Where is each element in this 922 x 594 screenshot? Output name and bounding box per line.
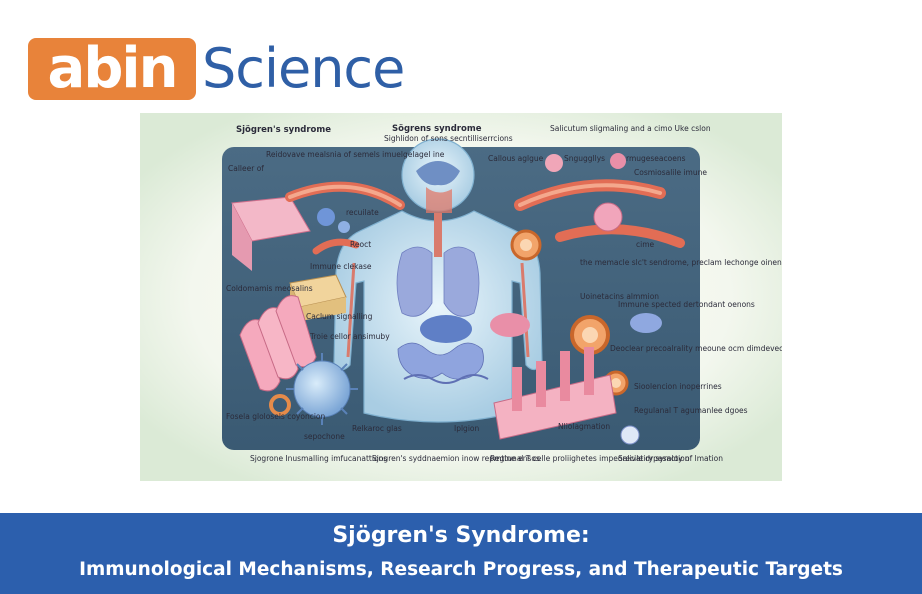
label-callous-aglgue: Callous aglgue — [488, 154, 544, 163]
small-ring-left — [269, 394, 291, 416]
right-immune-cells — [490, 153, 662, 445]
human-body-figure — [333, 138, 543, 423]
right-vessel — [514, 179, 685, 248]
banner-subtitle: Immunological Mechanisms, Research Progr… — [79, 559, 843, 580]
label-regulanal-t: Regulanal T agumanlee dgoes — [634, 406, 748, 415]
label-sioolencion: Sioolencion inoperrines — [634, 382, 722, 391]
label-top-left-note: Reidovave mealsnia of semels imuelgelage… — [266, 150, 445, 159]
logo-brand-text: Science — [202, 37, 405, 100]
label-memacle-note: the memacle slc't sendrome, preclam lech… — [580, 258, 782, 267]
label-title-left: Sjögren's syndrome — [236, 125, 331, 135]
logo-badge: abin — [28, 38, 196, 100]
label-calleer: Calleer of — [228, 164, 264, 173]
label-uoinetacins: Uoinetacins almmion — [580, 292, 659, 301]
label-nliolagmation: Nliolagmation — [558, 422, 610, 431]
left-tissue-vessel — [231, 181, 405, 271]
label-troie-cellor: Troie cellor ansimuby — [309, 332, 390, 341]
label-snguggllys: Snguggllys — [564, 154, 605, 163]
abin-science-logo[interactable]: abin Science — [28, 37, 405, 100]
sjogren-illustration: Sjögren's syndrome Sögrens syndrome Sigh… — [140, 113, 782, 481]
label-bottom-2: Sjogren's syddnaemion inow repmtine enso… — [372, 454, 540, 463]
label-bottom-3: Regtunal T celle proliighetes impeorecil… — [490, 454, 690, 463]
label-coldomamis: Coldomamis meosalins — [226, 284, 313, 293]
label-reoct: Reoct — [350, 240, 371, 249]
label-bottom-4: Salivatiry syrnloy of lmation — [618, 454, 723, 463]
label-recuilate: recuilate — [346, 208, 379, 217]
label-bottom-1: Sjogrone Inusmalling imfucanattions — [250, 454, 387, 463]
label-fosela: Fosela glolosels coyoncion — [226, 412, 326, 421]
virus-cell — [286, 353, 358, 425]
label-title-right: Salicutum sligmaling and a cimo Uke cslo… — [550, 124, 711, 133]
label-immune-clekase: Immune clekase — [310, 262, 372, 271]
label-cosmiosalile: Cosmiosalile imune — [634, 168, 707, 177]
label-title-center: Sögrens syndrome — [392, 124, 482, 134]
label-rmugeseacoens: rmugeseacoens — [626, 154, 686, 163]
label-subtitle-center: Sighlidon of sons secntilliserrcions — [384, 134, 513, 143]
label-relkaroc-glas: Relkaroc glas — [352, 424, 402, 433]
label-caclum-signalling: Caclum signalling — [306, 312, 373, 321]
banner-title: Sjögren's Syndrome: — [332, 523, 590, 548]
label-iplgion: Iplgion — [454, 424, 479, 433]
title-banner: Sjögren's Syndrome: Immunological Mechan… — [0, 513, 922, 594]
label-sepochone: sepochone — [304, 432, 345, 441]
muscle-fibres — [239, 295, 317, 392]
label-deoclear: Deoclear precoalrality meoune ocm dimdev… — [610, 344, 782, 353]
label-immune-spected: Immune spected dertondant oenons — [618, 300, 755, 309]
salivary-gland-tissue — [493, 347, 617, 440]
label-cime: cime — [636, 240, 655, 249]
